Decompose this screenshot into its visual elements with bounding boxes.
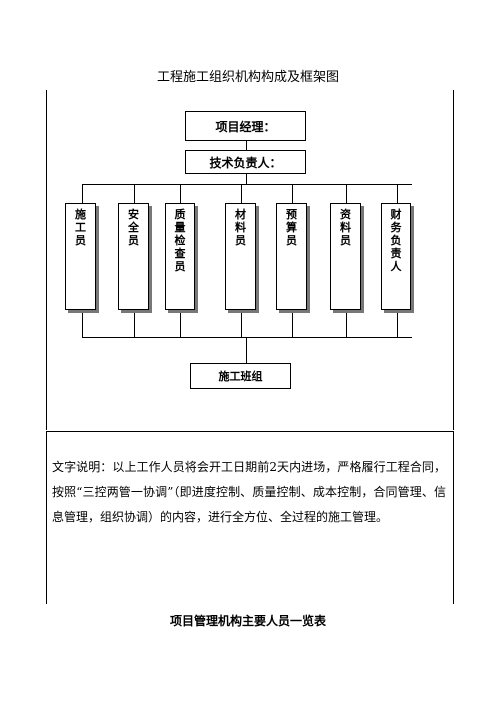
connector-tech-bus: [246, 174, 247, 184]
connector-role-stub: [134, 310, 135, 337]
project-manager-label: 项目经理：: [215, 119, 276, 134]
connector-top-bus: [82, 184, 412, 185]
connector-role-stub: [397, 310, 398, 337]
role-label: 材料员: [235, 208, 246, 247]
role-label: 资料员: [340, 208, 351, 247]
connector-bottom-bus: [82, 337, 412, 338]
connector-role-stub: [292, 184, 293, 203]
role-box-records: 资料员: [330, 203, 361, 310]
connector-role-stub: [241, 184, 242, 203]
connector-bus-team: [246, 337, 247, 363]
connector-role-stub: [134, 184, 135, 203]
connector-role-stub: [82, 310, 83, 337]
role-box-budget: 预算员: [276, 203, 307, 310]
role-box-quality: 质量检查员: [165, 203, 195, 310]
connector-role-stub: [346, 184, 347, 203]
role-label: 安全员: [128, 208, 139, 247]
role-label: 质量检查员: [174, 208, 186, 273]
role-box-construction: 施工员: [65, 203, 96, 310]
document-title: 工程施工组织机构构成及框架图: [156, 70, 339, 85]
technical-lead-box: 技术负责人：: [185, 150, 306, 174]
technical-lead-label: 技术负责人：: [209, 155, 282, 170]
connector-role-stub: [241, 310, 242, 337]
org-chart-frame: [46, 90, 454, 430]
connector-role-stub: [346, 310, 347, 337]
description-frame: [46, 431, 454, 604]
role-label: 施工员: [75, 208, 86, 247]
role-label: 预算员: [286, 208, 297, 247]
project-manager-box: 项目经理：: [185, 111, 306, 141]
construction-team-label: 施工班组: [218, 370, 263, 383]
role-box-finance: 财务负责人: [381, 203, 411, 310]
connector-role-stub: [397, 184, 398, 203]
connector-role-stub: [82, 184, 83, 203]
connector-role-stub: [180, 184, 181, 203]
role-box-safety: 安全员: [118, 203, 149, 310]
connector-manager-tech: [246, 141, 247, 150]
section-heading: 项目管理机构主要人员一览表: [169, 614, 326, 628]
connector-role-stub: [180, 310, 181, 337]
description-text: 文字说明：以上工作人员将会开工日期前2天内进场，严格履行工程合同，按照“三控两管…: [52, 460, 446, 524]
connector-role-stub: [292, 310, 293, 337]
role-box-materials: 材料员: [225, 203, 256, 310]
role-label: 财务负责人: [390, 208, 402, 273]
construction-team-box: 施工班组: [190, 363, 291, 389]
